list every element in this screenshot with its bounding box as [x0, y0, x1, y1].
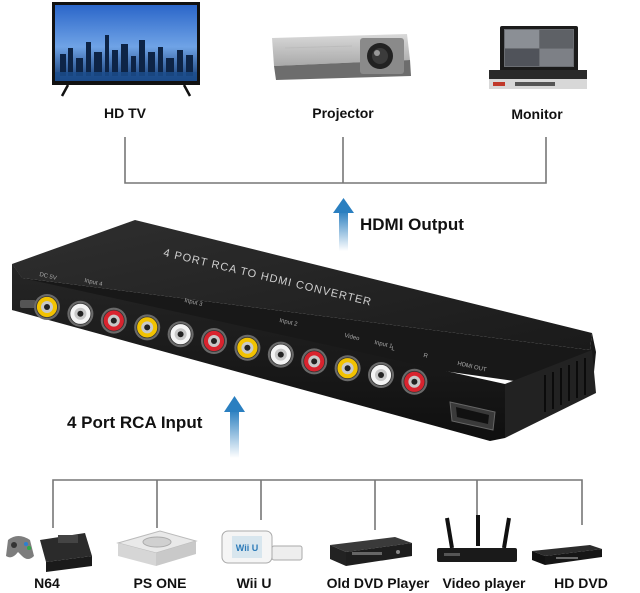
input-label-ps-one: PS ONE [133, 575, 187, 591]
rca-jack-white [368, 362, 394, 388]
power-port [20, 300, 36, 308]
input-label-video-player: Video player [442, 575, 526, 591]
output-label-monitor: Monitor [511, 106, 563, 122]
rca-jack-white [167, 321, 194, 348]
rca-jack-red [401, 368, 428, 395]
rca-jack-yellow [234, 334, 261, 361]
svg-text:Wii U: Wii U [236, 543, 258, 553]
input-label-wii-u: Wii U [236, 575, 272, 591]
dvd-player-icon [330, 537, 412, 566]
rca-jack-red [100, 307, 127, 334]
rca-jack-yellow [134, 314, 161, 341]
ps-one-console-icon [116, 530, 198, 566]
input-arrow-icon [224, 396, 245, 458]
hd-dvd-icon [532, 545, 602, 565]
output-bracket [124, 137, 547, 184]
input-label-old-dvd-player: Old DVD Player [326, 575, 430, 591]
rca-jack-yellow [334, 355, 361, 382]
rca-jack-white [267, 341, 294, 368]
rca-jack-red [301, 348, 328, 375]
rca-jack-red [201, 328, 227, 354]
input-label-hd-dvd: HD DVD [554, 575, 608, 591]
n64-console-icon [6, 533, 92, 572]
hdmi-output-heading: HDMI Output [360, 215, 464, 234]
rca-input-heading: 4 Port RCA Input [67, 413, 203, 432]
input-bracket [52, 479, 583, 530]
video-player-icon [437, 515, 517, 562]
output-label-projector: Projector [312, 105, 374, 121]
input-label-n64: N64 [34, 575, 60, 591]
output-label-hd-tv: HD TV [104, 105, 146, 121]
rca-jack-yellow [34, 294, 60, 320]
rca-jack-white [67, 300, 94, 327]
wii-u-console-icon: Wii U [221, 530, 303, 564]
hdmi-port [449, 401, 496, 431]
output-arrow-icon [333, 198, 354, 251]
